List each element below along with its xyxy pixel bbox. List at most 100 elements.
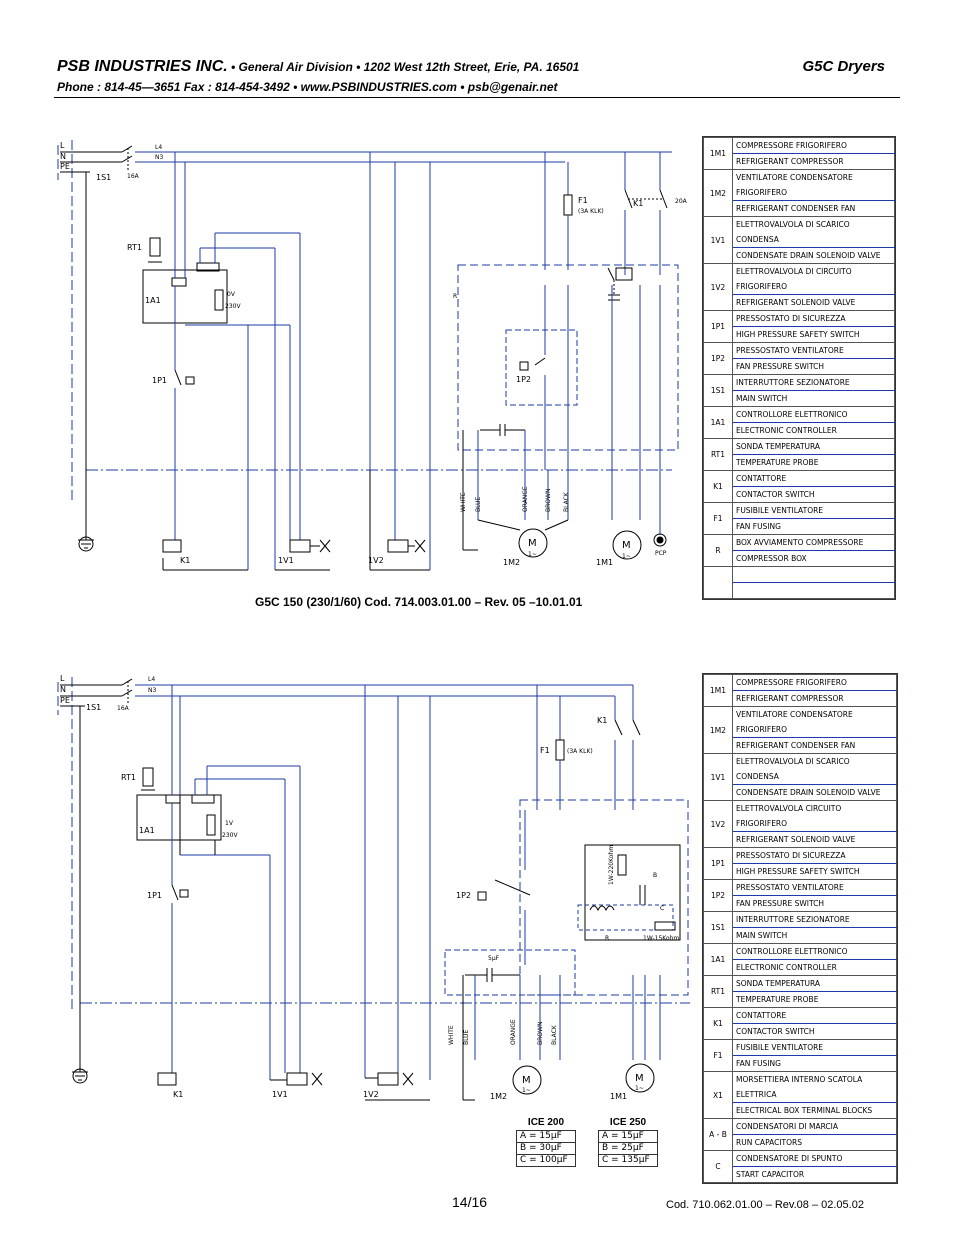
label-comp-m: M: [635, 1073, 644, 1084]
legend-desc-italian: [732, 566, 895, 583]
label-fan-m: M: [528, 538, 537, 549]
legend-desc-english: CONDENSATE DRAIN SOLENOID VALVE: [732, 247, 895, 264]
legend-code: RT1: [703, 975, 733, 1008]
label-16a: 16A: [117, 705, 130, 712]
label-1v: 1V: [225, 820, 234, 827]
diagram-1-labels: L N PE 1S1 16A L4 N3 RT1 1A1 0V 230V 1P1…: [60, 141, 688, 567]
label-k1-contactor: K1: [597, 716, 607, 725]
label-1s1: 1S1: [96, 173, 111, 182]
label-pe: PE: [60, 696, 70, 705]
label-l: L: [60, 674, 65, 683]
legend-code: 1P2: [703, 879, 733, 912]
legend-row: MAIN SWITCH: [704, 927, 897, 944]
label-blue: BLUE: [475, 496, 482, 512]
legend-desc-english: TEMPERATURE PROBE: [732, 454, 895, 471]
capacitor-value: A = 15µF: [516, 1130, 576, 1143]
label-1p1: 1P1: [147, 891, 162, 900]
label-1m2: 1M2: [490, 1092, 507, 1101]
label-brown: BROWN: [537, 1022, 544, 1045]
capacitor-value: B = 30µF: [516, 1142, 576, 1155]
legend-desc-english: FAN PRESSURE SWITCH: [732, 895, 897, 912]
legend-desc-english: FAN FUSING: [732, 1055, 897, 1072]
label-res-15k: 1W-15Kohm: [643, 935, 679, 942]
legend-desc-english: HIGH PRESSURE SAFETY SWITCH: [732, 326, 895, 343]
legend-code: K1: [703, 1007, 733, 1040]
legend-row: START CAPACITOR: [704, 1166, 897, 1183]
capacitor-value: C = 135µF: [598, 1154, 658, 1167]
label-l: L: [60, 141, 65, 150]
legend-code: RT1: [703, 438, 733, 471]
legend-row: TEMPERATURE PROBE: [704, 991, 897, 1008]
label-white: WHITE: [460, 492, 467, 512]
label-blue: BLUE: [463, 1029, 470, 1045]
legend-row: HIGH PRESSURE SAFETY SWITCH: [704, 863, 897, 880]
label-comp-phase: 1~: [635, 1085, 644, 1092]
label-230v: 230V: [225, 303, 241, 310]
label-rt1: RT1: [127, 243, 142, 252]
company-name: PSB INDUSTRIES INC.: [57, 58, 228, 75]
legend-desc-english: ELECTRONIC CONTROLLER: [732, 959, 897, 976]
diagram-1-caption: G5C 150 (230/1/60) Cod. 714.003.01.00 – …: [255, 595, 583, 609]
label-c: C: [660, 905, 664, 912]
label-n: N: [60, 685, 66, 694]
label-orange: ORANGE: [510, 1019, 517, 1045]
capacitor-table-ice200: ICE 200 A = 15µF B = 30µF C = 100µF: [516, 1117, 576, 1167]
legend-code: 1S1: [703, 374, 733, 407]
legend-desc-english: ELECTRONIC CONTROLLER: [732, 422, 895, 439]
legend-desc-english: RUN CAPACITORS: [732, 1134, 897, 1151]
legend-row: RUN CAPACITORS: [704, 1134, 897, 1151]
product-name: G5C Dryers: [802, 58, 885, 75]
label-n3: N3: [155, 154, 163, 161]
legend-desc-italian: SONDA TEMPERATURA: [732, 438, 895, 455]
label-l4: L4: [155, 144, 162, 151]
label-fan-m: M: [522, 1075, 531, 1086]
legend-row: ELECTRONIC CONTROLLER: [704, 959, 897, 976]
legend-row: CONTACTOR SWITCH: [704, 486, 895, 503]
legend-desc-english: TEMPERATURE PROBE: [732, 991, 897, 1008]
label-comp-m: M: [622, 540, 631, 551]
legend-code: 1M2: [703, 706, 733, 754]
legend-desc-english: START CAPACITOR: [732, 1166, 897, 1183]
label-f1: F1: [578, 196, 588, 205]
label-1m1: 1M1: [610, 1092, 627, 1101]
legend-desc-italian: BOX AVVIAMENTO COMPRESSORE: [732, 534, 895, 551]
legend-row: ELECTRONIC CONTROLLER: [704, 422, 895, 439]
legend-row: REFRIGERANT CONDENSER FAN: [704, 200, 895, 217]
legend-desc-italian: PRESSOSTATO VENTILATORE: [732, 342, 895, 359]
legend-desc-english: FAN FUSING: [732, 518, 895, 535]
label-white: WHITE: [448, 1025, 455, 1045]
label-0v: 0V: [227, 291, 236, 298]
label-1p1: 1P1: [152, 376, 167, 385]
legend-desc-italian: SONDA TEMPERATURA: [732, 975, 897, 992]
legend-desc-italian: INTERRUTTORE SEZIONATORE: [732, 911, 897, 928]
legend-row: CONDENSATE DRAIN SOLENOID VALVE: [704, 784, 897, 801]
legend-desc-italian: ELETTROVALVOLA DI SCARICO CONDENSA: [732, 216, 895, 248]
legend-code: 1M1: [703, 674, 733, 707]
legend-row: FAN FUSING: [704, 518, 895, 535]
legend-code: F1: [703, 1039, 733, 1072]
legend-row: REFRIGERANT COMPRESSOR: [704, 153, 895, 170]
page-header: PSB INDUSTRIES INC. • General Air Divisi…: [57, 58, 907, 76]
legend-desc-italian: CONTROLLORE ELETTRONICO: [732, 943, 897, 960]
legend-code: X1: [703, 1071, 733, 1119]
legend-code: 1A1: [703, 943, 733, 976]
legend-desc-italian: ELETTROVALVOLA DI SCARICO CONDENSA: [732, 753, 897, 785]
legend-code: 1S1: [703, 911, 733, 944]
